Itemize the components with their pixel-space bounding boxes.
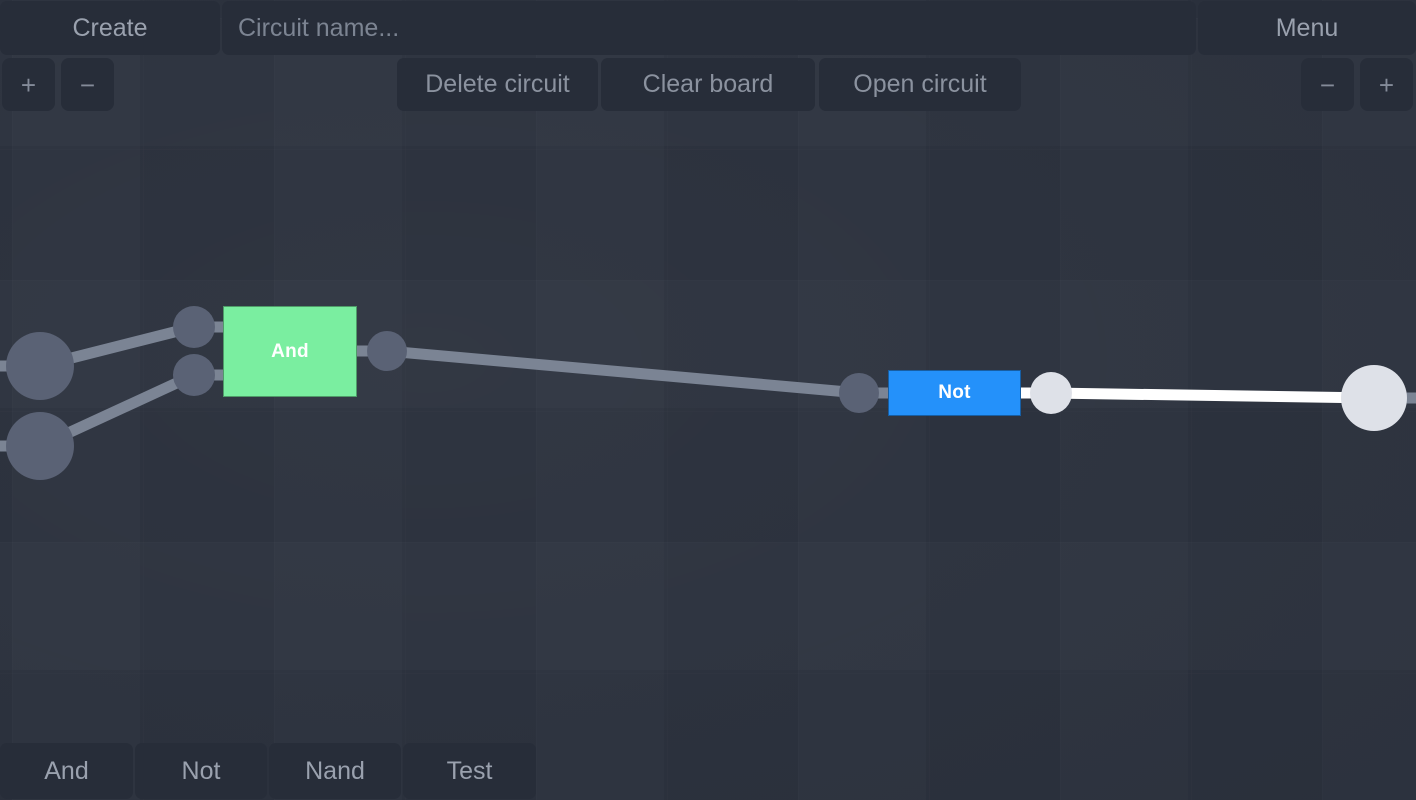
clear-board-button[interactable]: Clear board — [601, 58, 815, 111]
gate-label: Not — [938, 382, 971, 403]
palette-item-and[interactable]: And — [0, 743, 133, 799]
delete-circuit-button[interactable]: Delete circuit — [397, 58, 598, 111]
and-input-pin-1[interactable] — [173, 306, 215, 348]
and-output-pin[interactable] — [367, 331, 407, 371]
zoom-out-button[interactable]: − — [61, 58, 114, 111]
output-node[interactable] — [1341, 365, 1407, 431]
view-zoom-out-button[interactable]: − — [1301, 58, 1354, 111]
circuit-name-input[interactable] — [222, 1, 1196, 55]
not-input-pin[interactable] — [839, 373, 879, 413]
palette-item-nand[interactable]: Nand — [269, 743, 401, 799]
open-circuit-button[interactable]: Open circuit — [819, 58, 1021, 111]
input-node-b[interactable] — [6, 412, 74, 480]
gate-label: And — [271, 340, 309, 362]
create-button[interactable]: Create — [0, 1, 220, 55]
palette-item-test[interactable]: Test — [403, 743, 536, 799]
zoom-in-button[interactable]: + — [2, 58, 55, 111]
wire-and-to-not[interactable] — [386, 345, 860, 399]
gate-and[interactable]: And — [223, 306, 357, 397]
menu-button[interactable]: Menu — [1198, 1, 1416, 55]
palette-item-not[interactable]: Not — [135, 743, 267, 799]
input-node-a[interactable] — [6, 332, 74, 400]
gate-not[interactable]: Not — [888, 370, 1021, 416]
wire-not-to-output[interactable] — [1050, 387, 1375, 404]
view-zoom-in-button[interactable]: + — [1360, 58, 1413, 111]
and-input-pin-2[interactable] — [173, 354, 215, 396]
not-output-pin[interactable] — [1030, 372, 1072, 414]
